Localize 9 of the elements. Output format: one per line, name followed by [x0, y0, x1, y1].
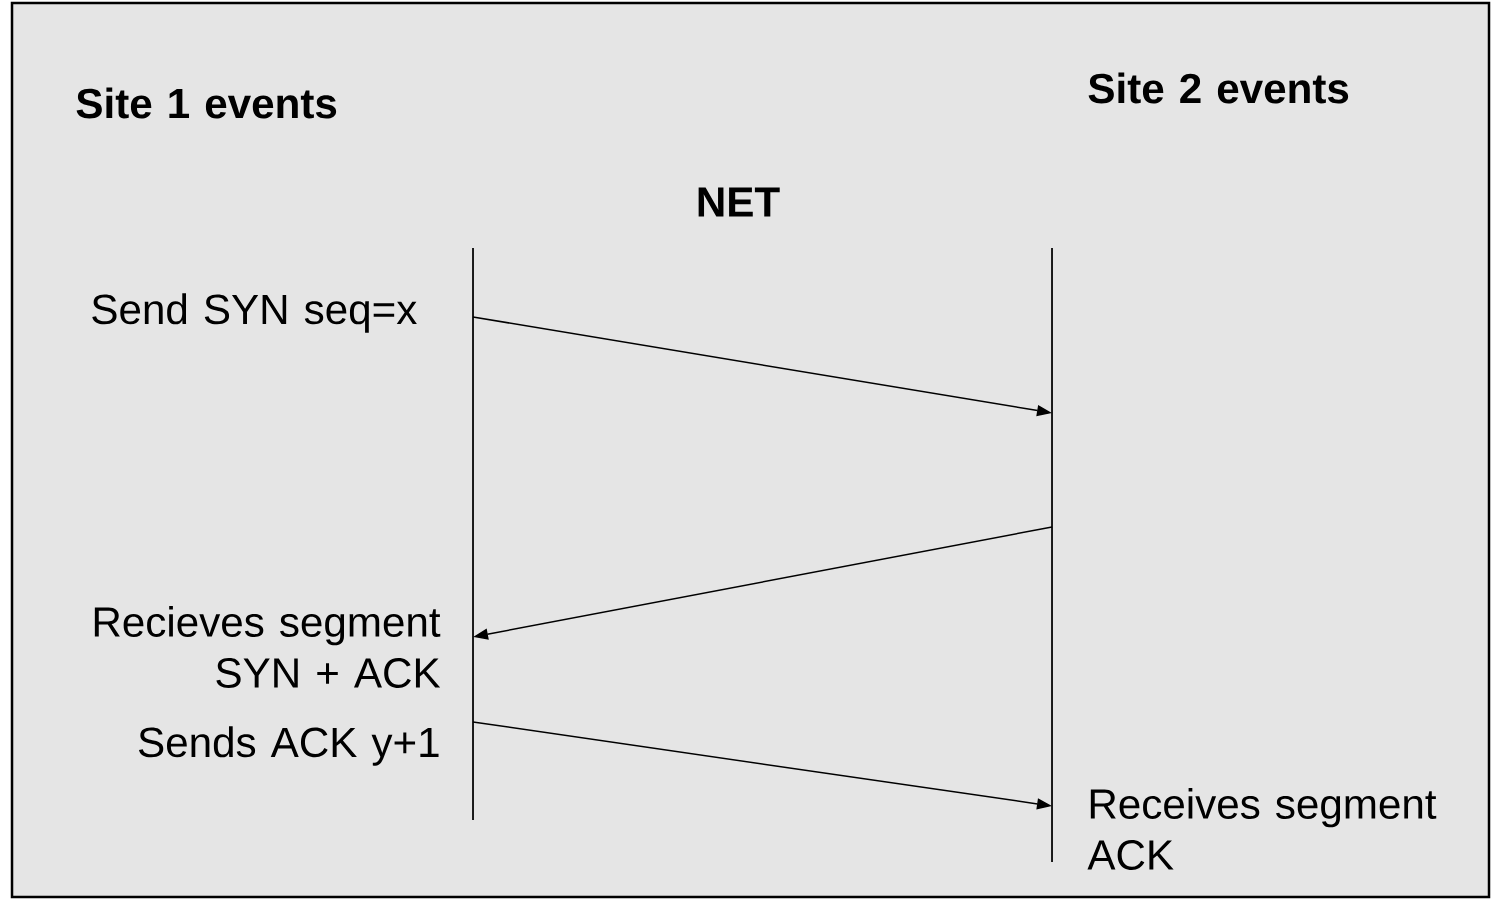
event-text: Receives segment ACK: [1087, 788, 1437, 870]
lifeline: [472, 247, 474, 821]
heading: Site 2 events: [1088, 72, 1349, 104]
heading: NET: [698, 187, 780, 217]
lifeline: [1051, 247, 1053, 863]
event-text: Sends ACK y+1: [138, 726, 439, 766]
event-text: Send SYN seq=x: [92, 293, 417, 333]
event-text: Recieves segment SYN + ACK: [94, 606, 441, 688]
heading: Site 1 events: [76, 87, 337, 119]
